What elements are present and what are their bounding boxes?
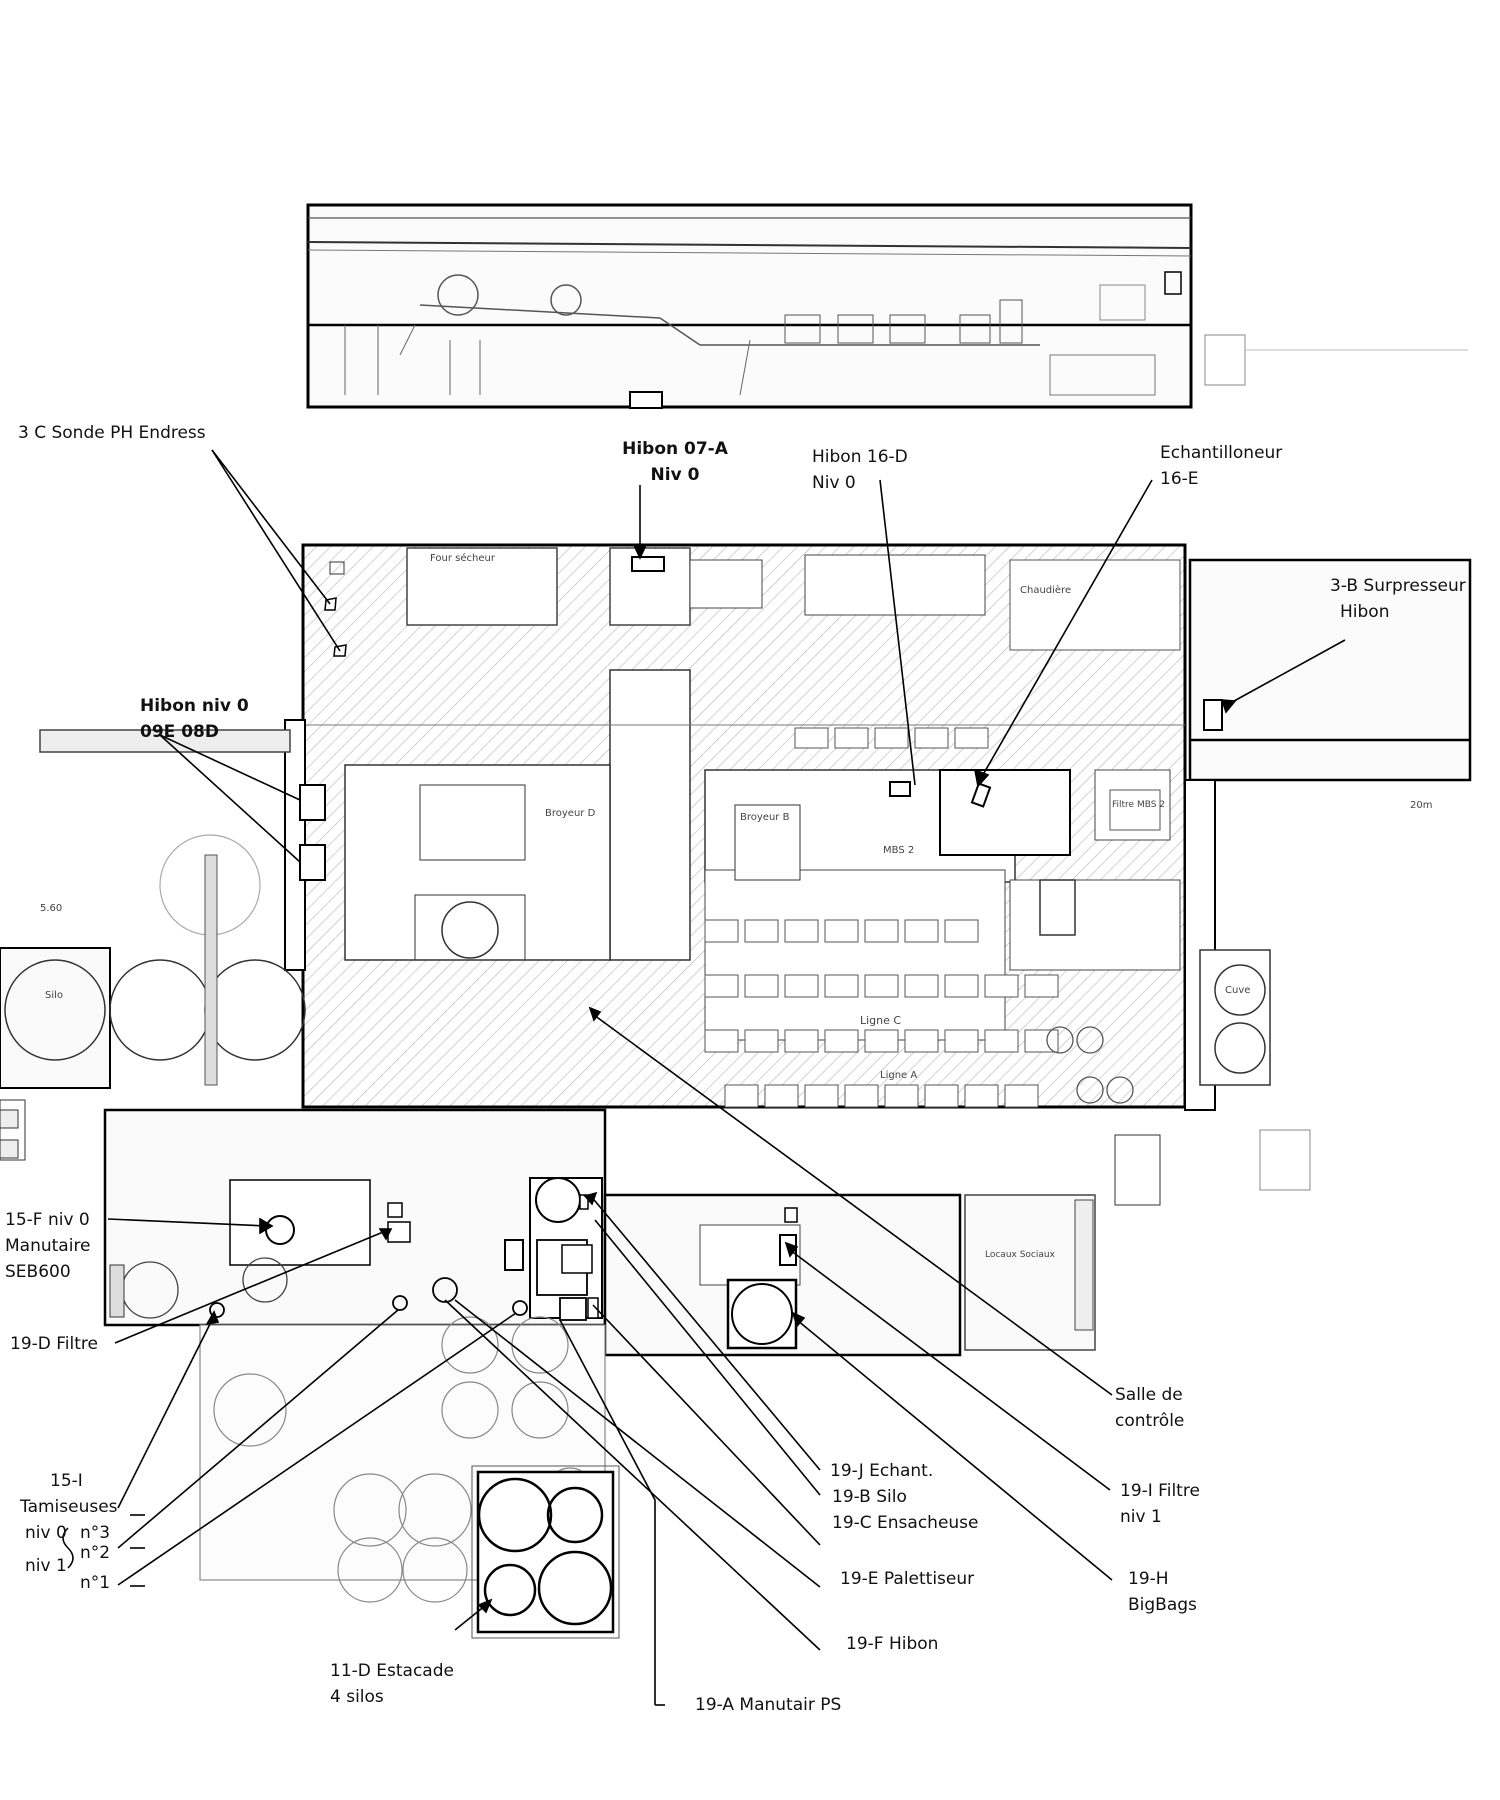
south-silo-field — [199, 1316, 620, 1639]
label-15i-niv0: niv 0 — [25, 1523, 67, 1543]
plan-label-cuve: Cuve — [1225, 985, 1251, 996]
label-19j: 19-J Echant. — [830, 1461, 934, 1481]
label-15i-type: Tamiseuses — [20, 1497, 118, 1517]
plan-label-ligne-a: Ligne A — [880, 1070, 918, 1081]
label-surpresseur: 3-B Surpresseur — [1330, 576, 1466, 596]
label-19e: 19-E Palettiseur — [840, 1569, 975, 1589]
plan-label-dim-20m: 20m — [1410, 800, 1433, 811]
elevation-view — [306, 203, 1468, 409]
plan-label-locaux: Locaux Sociaux — [985, 1250, 1055, 1260]
label-15f-model: SEB600 — [5, 1262, 71, 1282]
label-19c: 19-C Ensacheuse — [832, 1513, 979, 1533]
label-11d: 11-D Estacade — [330, 1661, 454, 1681]
left-silo-row — [0, 834, 306, 1161]
label-15f-type: Manutaire — [5, 1236, 91, 1256]
plan-label-mbs2: MBS 2 — [883, 845, 915, 856]
plan-label-broyeur-b: Broyeur B — [740, 812, 790, 823]
label-15i-n3: n°3 — [80, 1523, 111, 1543]
label-hibon-16d: Hibon 16-D — [812, 447, 908, 467]
plan-label-four: Four sécheur — [430, 553, 495, 564]
label-19i: 19-I Filtre — [1120, 1481, 1200, 1501]
label-19b: 19-B Silo — [832, 1487, 907, 1507]
label-19h: 19-H — [1128, 1569, 1169, 1589]
label-sonde-ph: 3 C Sonde PH Endress — [18, 423, 206, 443]
label-echantilloneur: Echantilloneur — [1160, 443, 1283, 463]
label-15i-n2: n°2 — [80, 1543, 111, 1563]
label-19d-filtre: 19-D Filtre — [10, 1334, 98, 1354]
label-15i: 15-I — [50, 1471, 83, 1491]
label-hibon-07a: Hibon 07-A — [622, 439, 728, 459]
label-hibon-niv0-codes: 09E 08D — [140, 722, 219, 742]
niv1-brace — [62, 1527, 74, 1569]
label-15f: 15-F niv 0 — [5, 1210, 90, 1230]
label-11d-silos: 4 silos — [330, 1687, 384, 1707]
label-salle-controle: Salle de — [1115, 1385, 1183, 1405]
label-19f: 19-F Hibon — [846, 1634, 939, 1654]
plan-label-silo: Silo — [45, 990, 64, 1001]
label-15i-niv1: niv 1 — [25, 1556, 67, 1576]
label-19a: 19-A Manutair PS — [695, 1695, 842, 1715]
plan-label-chaudiere: Chaudière — [1020, 585, 1072, 596]
plan-label-dim-560: 5.60 — [40, 903, 63, 914]
lower-middle-block — [603, 1129, 1311, 1357]
plan-label-ligne-c: Ligne C — [860, 1014, 902, 1027]
label-19h-type: BigBags — [1128, 1595, 1197, 1615]
label-hibon-16d-level: Niv 0 — [812, 473, 856, 493]
label-hibon-07a-level: Niv 0 — [650, 465, 700, 485]
label-hibon-niv0: Hibon niv 0 — [140, 696, 249, 716]
label-15i-n1: n°1 — [80, 1573, 111, 1593]
lower-left-block — [103, 1108, 607, 1327]
main-building — [39, 543, 1472, 1111]
plan-label-broyeur-d: Broyeur D — [545, 808, 596, 819]
label-salle-controle-2: contrôle — [1115, 1411, 1185, 1431]
leader-lines — [107, 449, 1346, 1706]
label-echantilloneur-code: 16-E — [1160, 469, 1199, 489]
label-19i-level: niv 1 — [1120, 1507, 1162, 1527]
label-surpresseur-type: Hibon — [1340, 602, 1390, 622]
plan-label-filtre-mbs2: Filtre MBS 2 — [1112, 800, 1166, 810]
